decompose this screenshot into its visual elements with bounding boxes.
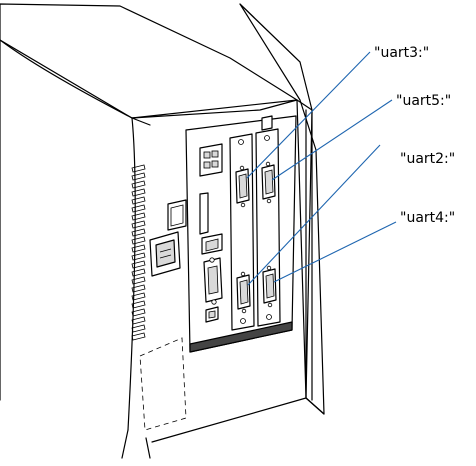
callout-line-uart5 (271, 99, 393, 181)
callout-line-uart4 (273, 221, 397, 283)
vent-slot (131, 268, 146, 277)
serial-port-uart2 (236, 271, 251, 314)
label-uart4: "uart4:" (400, 210, 455, 226)
printer-body (0, 3, 325, 459)
serial-port-uart3 (235, 165, 250, 208)
vent-slot (131, 236, 146, 245)
power-switch[interactable] (167, 199, 187, 231)
callout-labels: "uart3:" "uart5:" "uart2:" "uart4:" (374, 45, 455, 226)
serial-port-uart4 (262, 265, 277, 308)
vent-slot (131, 204, 146, 213)
vent-slot (131, 308, 146, 317)
label-uart2: "uart2:" (400, 151, 455, 167)
vent-slot (131, 324, 146, 333)
card-latch (261, 115, 273, 131)
vent-slot (131, 212, 146, 221)
vent-slot (131, 332, 146, 341)
vent-slot (131, 292, 146, 301)
vent-slot (131, 180, 146, 189)
vent-slot (131, 228, 146, 237)
vent-slot (131, 220, 146, 229)
label-uart5: "uart5:" (396, 93, 451, 109)
vent-slot (131, 188, 146, 197)
vent-slot (131, 172, 146, 181)
vent-slot (131, 300, 146, 309)
vent-slot (131, 284, 146, 293)
callout-line-uart2 (247, 144, 381, 286)
callout-line-uart3 (246, 51, 371, 179)
callout-lines (246, 51, 397, 286)
serial-port-uart5 (261, 161, 276, 204)
vent-slot (131, 164, 146, 173)
power-inlet (149, 231, 181, 277)
vent-slot (131, 316, 146, 325)
vent-slot (131, 260, 146, 269)
expansion-card-right (255, 128, 281, 327)
vent-grille (131, 164, 146, 341)
vent-slot (131, 196, 146, 205)
label-uart3: "uart3:" (374, 45, 429, 61)
interface-panel (185, 115, 297, 353)
expansion-card-left (229, 133, 255, 331)
vent-slot (131, 252, 146, 261)
vent-slot (131, 244, 146, 253)
vent-slot (131, 276, 146, 285)
